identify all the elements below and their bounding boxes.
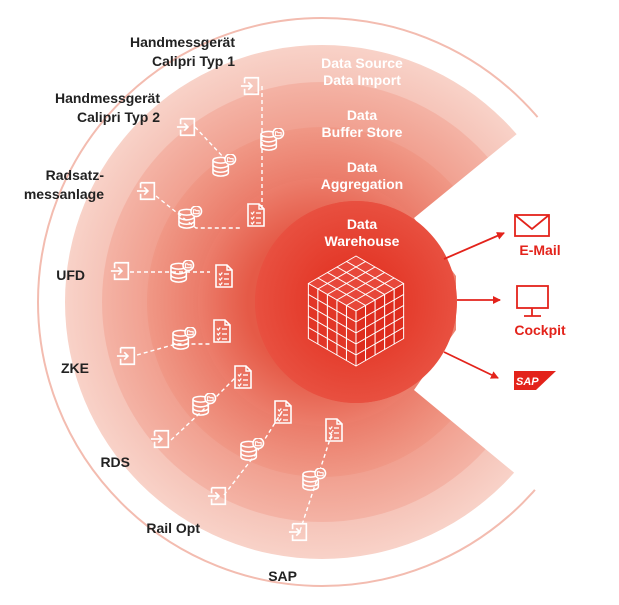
label-radsatzmessanlage: Radsatz- messanlage (24, 166, 104, 204)
label-sap-source: SAP (268, 568, 297, 584)
label-line: Handmessgerät (54, 90, 160, 106)
ring-label-data-source: Data Source Data Import (297, 55, 427, 89)
connector-sap (299, 429, 334, 532)
label-line: Buffer Store (321, 124, 403, 140)
cube-facet (355, 349, 367, 367)
label-rail-opt: Rail Opt (146, 520, 200, 536)
sap-logo-icon: SAP (514, 371, 556, 390)
label-line: Calipri Typ 1 (152, 53, 235, 69)
label-line: Radsatz- (45, 167, 104, 183)
connector-calipri2 (194, 126, 227, 161)
connector-zke (136, 343, 212, 356)
ring-label-warehouse: Data Warehouse (297, 216, 427, 250)
ring-label-buffer-store: Data Buffer Store (297, 107, 427, 141)
label-calipri-typ-2: Handmessgerät Calipri Typ 2 (55, 89, 160, 127)
label-cockpit: Cockpit (514, 322, 566, 338)
arrow-to-sap (443, 351, 499, 379)
label-email: E-Mail (519, 242, 561, 258)
label-rds: RDS (100, 454, 130, 470)
label-line: Data (346, 107, 378, 123)
label-line: Data (346, 159, 378, 175)
connector-radsatz (155, 195, 242, 229)
ring-label-aggregation: Data Aggregation (297, 159, 427, 193)
label-line: messanlage (23, 186, 104, 202)
label-line: Handmessgerät (129, 34, 235, 50)
connector-rds (170, 376, 237, 441)
envelope-icon (514, 214, 550, 237)
label-line: Warehouse (324, 233, 400, 249)
sap-logo-text: SAP (516, 376, 539, 388)
cube-grid-icon (307, 255, 405, 367)
label-zke: ZKE (61, 360, 89, 376)
label-line: Calipri Typ 2 (77, 109, 160, 125)
label-line: Data (346, 216, 378, 232)
label-line: Aggregation (320, 176, 404, 192)
label-ufd: UFD (56, 267, 85, 283)
arrow-to-email (443, 232, 505, 260)
label-calipri-typ-1: Handmessgerät Calipri Typ 1 (130, 33, 235, 71)
monitor-icon (516, 285, 549, 317)
label-line: Data Import (323, 72, 401, 88)
label-line: Data Source (321, 55, 403, 71)
output-arrows (443, 232, 505, 379)
